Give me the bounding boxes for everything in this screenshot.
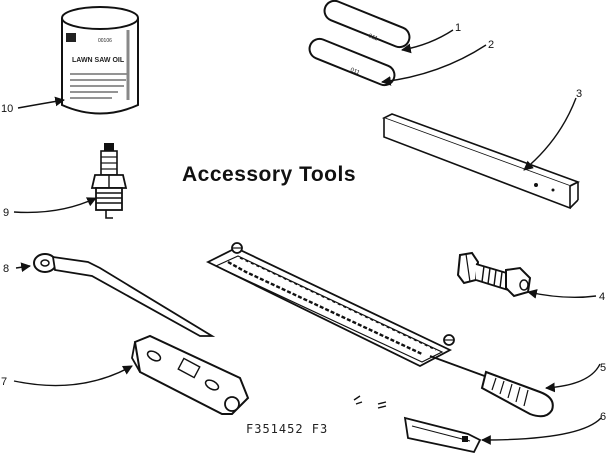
leader-3 (523, 97, 577, 171)
stone-1-code: 011 (367, 33, 379, 42)
oil-can-code: 00106 (98, 38, 112, 44)
callout-1: 1 (455, 22, 461, 34)
stone-2-code: 011 (349, 67, 361, 76)
file-stone-1: 011 (323, 0, 411, 49)
callout-4: 4 (599, 291, 605, 303)
depth-gauge (381, 113, 581, 210)
file-holder (353, 395, 482, 454)
callout-3: 3 (576, 88, 582, 100)
callout-10: 10 (1, 103, 13, 115)
oil-can: 00106 LAWN SAW OIL (61, 6, 139, 115)
callout-5: 5 (600, 362, 606, 374)
callout-9: 9 (3, 207, 9, 219)
socket-wrench (131, 334, 250, 415)
oil-can-label: LAWN SAW OIL (72, 57, 125, 64)
file-stone-2: 011 (308, 37, 396, 87)
leader-10 (17, 96, 65, 109)
leader-2 (381, 44, 487, 86)
callout-8: 8 (3, 263, 9, 275)
filing-guide (205, 242, 554, 418)
leader-9 (13, 197, 97, 214)
figure-reference: F351452 F3 (246, 422, 329, 436)
leader-lines (13, 29, 602, 445)
spark-plug (90, 143, 128, 219)
leader-8 (15, 262, 31, 273)
bolt-and-nut (456, 251, 532, 298)
leader-7 (13, 365, 133, 387)
callout-numbers: 1 2 3 4 5 6 7 8 9 10 (1, 22, 606, 423)
leader-1 (401, 29, 454, 54)
callout-2: 2 (488, 39, 494, 51)
leader-5 (545, 363, 601, 393)
leader-6 (481, 417, 602, 445)
leader-4 (527, 289, 597, 299)
callout-6: 6 (600, 411, 606, 423)
bar-wrench (33, 253, 216, 337)
diagram-title: Accessory Tools (182, 163, 357, 186)
callout-7: 7 (1, 376, 7, 388)
